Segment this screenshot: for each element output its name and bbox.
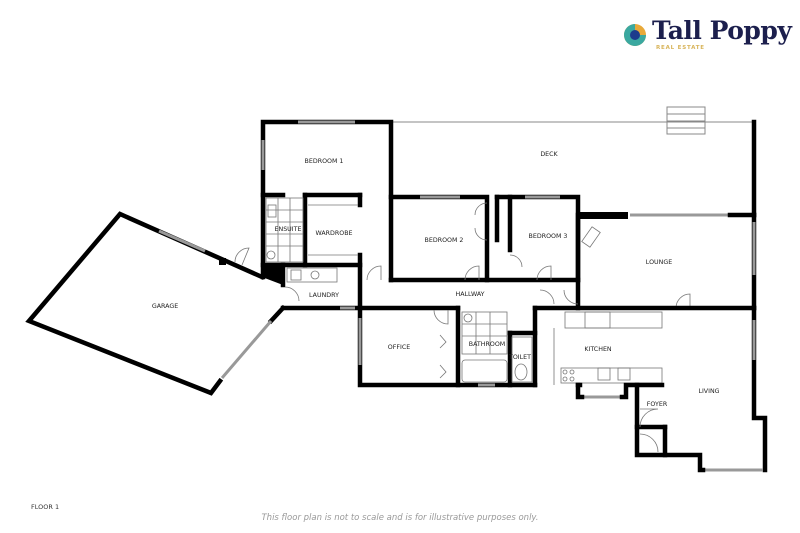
laundry-fixtures — [286, 267, 338, 283]
logo-mark-icon — [624, 24, 646, 46]
ensuite-tiles — [265, 197, 304, 263]
garage-walls — [25, 211, 265, 396]
bathroom-fixtures — [461, 311, 533, 383]
bedroom1-walls — [260, 119, 394, 283]
living-east-wall — [751, 305, 768, 473]
floor-label: FLOOR 1 — [31, 503, 60, 511]
logo-tagline: REAL ESTATE — [656, 45, 705, 51]
laundry-door — [284, 286, 300, 302]
garage-window — [158, 229, 206, 253]
lounge-fireplace — [580, 212, 628, 219]
foyer-walls — [662, 424, 706, 473]
garage-door — [220, 320, 273, 379]
wardrobe-rails — [308, 204, 358, 256]
deck-stairs — [666, 106, 706, 135]
brand-logo: Tall Poppy REAL ESTATE — [622, 16, 800, 56]
heater-icon — [581, 226, 601, 248]
bedroom1-door — [366, 265, 382, 281]
kitchen-benches — [553, 311, 663, 385]
wall-block — [262, 265, 283, 285]
garage-post — [219, 258, 226, 265]
office-closet-doors — [439, 334, 447, 379]
disclaimer: This floor plan is not to scale and is f… — [261, 513, 539, 523]
garage-side-door — [234, 247, 250, 266]
logo-name: Tall Poppy — [652, 16, 792, 45]
